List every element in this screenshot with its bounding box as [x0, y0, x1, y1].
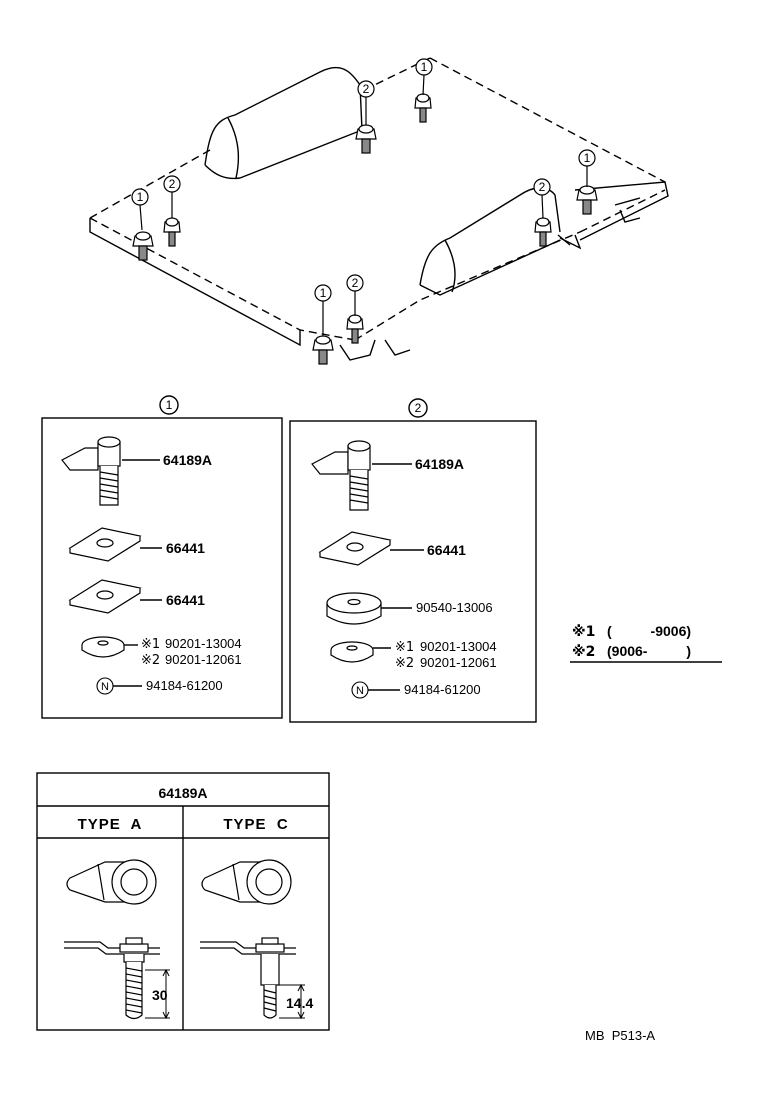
callout-1: 1 — [415, 58, 433, 96]
box-1-title-circle — [159, 395, 179, 415]
assembly-fasteners — [132, 93, 598, 365]
left-hump — [204, 67, 363, 180]
svg-text:1: 1 — [320, 286, 327, 300]
dimension-a-value: 30 — [152, 987, 168, 1003]
box-1-frame — [41, 417, 283, 719]
note-mark: ※1 — [141, 637, 160, 652]
part-number: 90540-13006 — [416, 600, 493, 615]
box-2-frame — [289, 420, 537, 723]
note-mark: ※2 — [395, 656, 414, 671]
part-number: 90201-12061 — [420, 655, 497, 670]
fastener-1-front-left — [132, 231, 154, 261]
svg-text:2: 2 — [169, 177, 176, 191]
type-c-label: TYPE C — [223, 816, 288, 833]
fastener-1-rear-right — [576, 185, 598, 215]
type-table — [36, 772, 330, 1031]
type-a-top-view-icon — [66, 859, 157, 905]
callout-1: 1 — [131, 188, 149, 231]
assembly-view — [89, 57, 669, 361]
part-number: 90201-13004 — [165, 636, 242, 651]
fastener-2-rear-left — [355, 124, 377, 154]
callout-2: 2 — [346, 274, 364, 316]
nut-symbol-letter: N — [101, 681, 109, 693]
plate-icon — [68, 579, 142, 614]
part-number: 64189A — [163, 452, 212, 468]
type-a-side-view-icon — [64, 937, 160, 1020]
callout-2: 2 — [163, 175, 181, 218]
assembly-callouts: 1 2 2 1 1 2 2 1 — [131, 58, 596, 336]
dimension-c-value: 14.4 — [286, 995, 313, 1011]
fastener-2-rear-right — [534, 217, 552, 247]
note-mark: ※2 — [572, 644, 595, 660]
note-mark: ※1 — [572, 624, 595, 640]
washer-icon — [330, 641, 374, 663]
bolt-icon — [311, 440, 371, 511]
svg-text:2: 2 — [363, 82, 370, 96]
right-hump — [419, 187, 561, 296]
part-number: 64189A — [415, 456, 464, 472]
plate-icon — [68, 527, 142, 562]
fastener-2-front-right — [346, 314, 364, 344]
type-table-header: 64189A — [158, 785, 207, 801]
type-c-top-view-icon — [201, 859, 292, 905]
box-2-title: 2 — [415, 401, 422, 415]
note-mark: ※1 — [395, 640, 414, 655]
callout-1: 1 — [314, 284, 332, 336]
part-number: 66441 — [166, 592, 205, 608]
svg-text:1: 1 — [137, 190, 144, 204]
note-range: ( -9006) — [607, 623, 691, 639]
illustration-code: MB P513-A — [585, 1028, 655, 1043]
callout-2: 2 — [533, 178, 551, 219]
box-2-labels: 64189A 66441 90540-13006 ※1 90201-13004 … — [356, 456, 497, 697]
type-table-labels: 64189A TYPE A TYPE C 30 14.4 — [78, 785, 314, 1011]
fastener-1-front-right — [312, 335, 334, 365]
svg-text:1: 1 — [421, 60, 428, 74]
callout-1: 1 — [578, 149, 596, 187]
box-2: 2 — [289, 398, 537, 723]
part-number: 90201-13004 — [420, 639, 497, 654]
fastener-2-front-left — [163, 217, 181, 247]
dimension-c — [279, 983, 305, 1020]
svg-text:2: 2 — [539, 180, 546, 194]
note-range: (9006- ) — [607, 643, 691, 659]
nut-symbol-letter: N — [356, 685, 364, 697]
box-1: 1 — [41, 395, 283, 719]
washer-icon — [81, 636, 125, 658]
plate-icon — [318, 531, 392, 566]
part-number: 90201-12061 — [165, 652, 242, 667]
floor-front-edge — [89, 218, 301, 347]
part-number: 94184-61200 — [146, 678, 223, 693]
box-2-title-circle — [408, 398, 428, 418]
spacer-icon — [326, 592, 382, 625]
dimension-a — [145, 968, 170, 1020]
type-a-label: TYPE A — [78, 816, 143, 833]
part-number: 66441 — [166, 540, 205, 556]
svg-text:2: 2 — [352, 276, 359, 290]
part-number: 94184-61200 — [404, 682, 481, 697]
right-rail — [559, 181, 669, 250]
bolt-icon — [61, 436, 121, 506]
svg-text:1: 1 — [584, 151, 591, 165]
fastener-1-rear-left — [414, 93, 432, 123]
box-1-title: 1 — [166, 398, 173, 412]
note-mark: ※2 — [141, 653, 160, 668]
applicability-notes: ※1 ( -9006) ※2 (9006- ) — [570, 623, 722, 663]
callout-2: 2 — [357, 80, 375, 125]
type-c-side-view-icon — [200, 937, 296, 1019]
box-1-labels: 64189A 66441 66441 ※1 90201-13004 ※2 902… — [101, 452, 242, 693]
part-number: 66441 — [427, 542, 466, 558]
